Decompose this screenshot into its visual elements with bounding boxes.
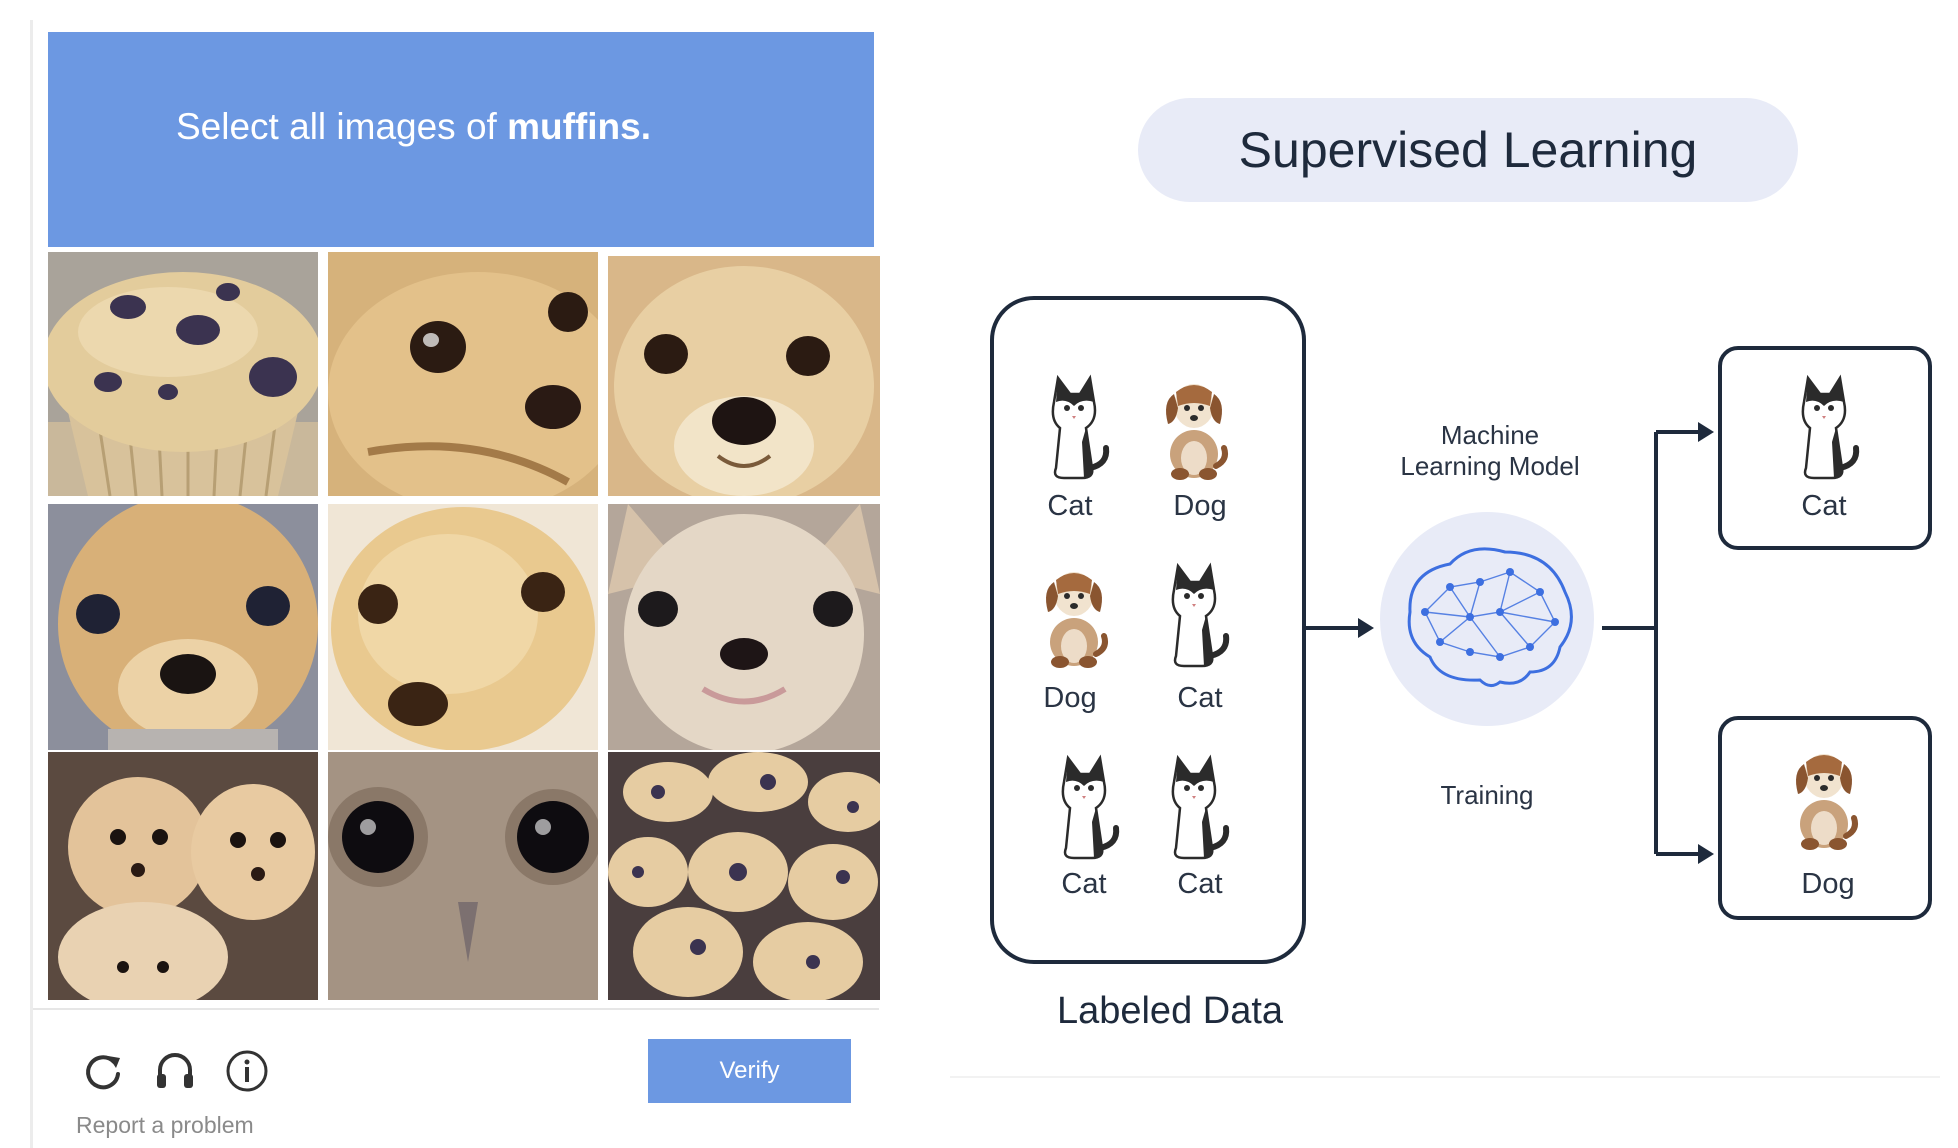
labeled-item-label: Cat — [1177, 682, 1223, 714]
dog-icon — [1154, 372, 1234, 482]
captcha-tile-8[interactable] — [328, 752, 598, 1000]
captcha-panel-border — [30, 20, 33, 1148]
owl-image — [328, 752, 598, 1000]
model-label-line2: Learning Model — [1400, 451, 1580, 481]
cat-icon — [1044, 752, 1124, 862]
training-label: Training — [1440, 780, 1534, 810]
labeled-item-label: Cat — [1177, 868, 1223, 900]
captcha-tile-7[interactable] — [48, 752, 318, 1000]
dog-icon — [1784, 742, 1864, 852]
captcha-footer-divider — [33, 1008, 879, 1010]
captcha-tile-1[interactable] — [48, 252, 318, 496]
cat-icon — [1034, 372, 1114, 482]
labeled-data-caption: Labeled Data — [1056, 990, 1284, 1032]
captcha-tile-4[interactable] — [48, 504, 318, 750]
verify-button[interactable]: Verify — [648, 1039, 851, 1103]
labeled-item-label: Dog — [1043, 682, 1097, 714]
chihuahua-image — [608, 504, 880, 750]
output-label: Dog — [1801, 868, 1855, 900]
chihuahua-image — [328, 252, 598, 496]
diagram-title: Supervised Learning — [1238, 122, 1698, 178]
output-label: Cat — [1801, 490, 1847, 522]
captcha-tile-6[interactable] — [608, 504, 880, 750]
model-label-line1: Machine — [1440, 420, 1540, 450]
brain-icon — [1407, 547, 1573, 687]
output-box-dog — [1718, 716, 1932, 920]
diagram-title-pill: Supervised Learning — [1138, 98, 1798, 202]
dog-icon — [1034, 560, 1114, 670]
labeled-item-label: Cat — [1047, 490, 1093, 522]
labeled-data-box — [990, 296, 1306, 964]
model-circle — [1380, 512, 1594, 726]
output-box-cat — [1718, 346, 1932, 550]
muffin-image — [48, 252, 318, 496]
captcha-tile-9[interactable] — [608, 752, 880, 1000]
labeled-item-label: Dog — [1173, 490, 1227, 522]
captcha-tile-3[interactable] — [608, 256, 880, 496]
cat-icon — [1784, 372, 1864, 482]
captcha-prompt: Select all images of muffins. — [176, 106, 651, 148]
puppies-image — [48, 752, 318, 1000]
captcha-header: Select all images of muffins. — [48, 32, 874, 247]
report-problem-link[interactable]: Report a problem — [76, 1112, 254, 1138]
captcha-prompt-text: Select all images of — [176, 106, 497, 147]
captcha-tile-5[interactable] — [328, 504, 598, 750]
muffin-image — [328, 504, 598, 750]
captcha-image-grid — [48, 252, 880, 1000]
cat-icon — [1154, 560, 1234, 670]
cat-icon — [1154, 752, 1234, 862]
reload-icon[interactable] — [80, 1048, 126, 1094]
labeled-item-label: Cat — [1061, 868, 1107, 900]
model-label: Machine Learning Model — [1370, 420, 1610, 482]
divider-line — [950, 1076, 1940, 1078]
captcha-prompt-target: muffins. — [507, 106, 651, 147]
chihuahua-image — [608, 256, 880, 496]
headphones-icon[interactable] — [152, 1048, 198, 1094]
chihuahua-image — [48, 504, 318, 750]
info-icon[interactable] — [224, 1048, 270, 1094]
captcha-tile-2[interactable] — [328, 252, 598, 496]
muffins-image — [608, 752, 880, 1000]
